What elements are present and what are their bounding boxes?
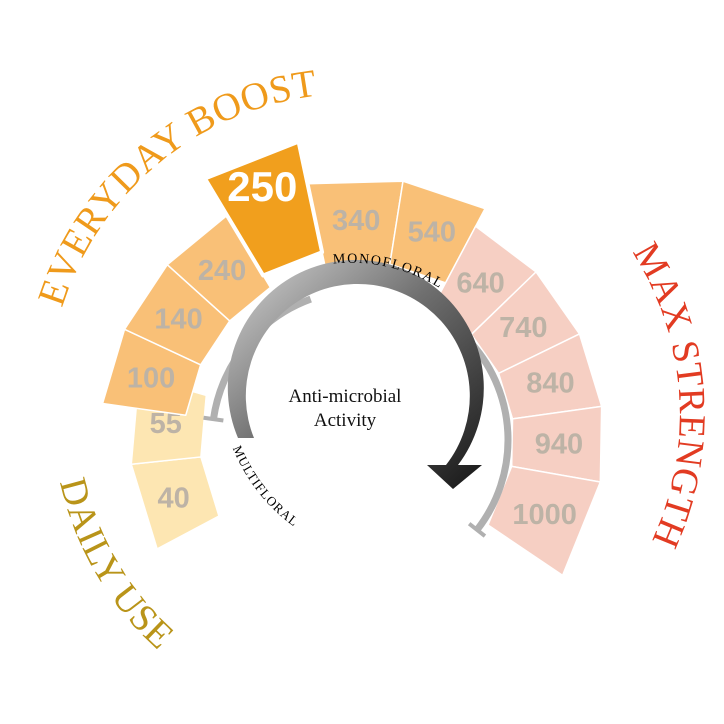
segment-240-shape: [166, 214, 272, 322]
center-text-line1: Anti-microbial: [289, 386, 402, 407]
segment-540: 540: [389, 180, 486, 284]
segment-640: 640: [432, 225, 537, 336]
center-text-line2: Activity: [314, 410, 377, 431]
segment-label-840: 840: [526, 367, 574, 399]
segment-label-250: 250: [227, 163, 297, 210]
multifloral-band-end-tick: [203, 415, 224, 423]
multifloral-label: MULTIFLORAL: [230, 443, 302, 529]
segment-1000-shape: [487, 465, 602, 577]
segment-label-540: 540: [408, 216, 456, 248]
segment-40: 40: [130, 456, 220, 550]
segment-250-shape: [202, 139, 325, 278]
segment-label-740: 740: [499, 312, 547, 344]
segment-840: 840: [497, 333, 603, 420]
monofloral-band-end-tick: [467, 522, 487, 538]
segment-1000: 1000: [487, 465, 602, 577]
segment-140: 140: [123, 263, 231, 366]
segment-label-640: 640: [456, 268, 504, 300]
segment-label-340: 340: [332, 205, 380, 237]
segment-label-140: 140: [154, 304, 202, 336]
activity-arrow: [227, 259, 484, 489]
segment-250: 250: [202, 139, 325, 278]
segment-label-240: 240: [198, 255, 246, 287]
segment-label-1000: 1000: [512, 499, 577, 531]
segment-240: 240: [166, 214, 272, 322]
segment-label-40: 40: [157, 483, 189, 515]
max-strength-title: MAX STRENGTH: [625, 235, 713, 554]
monofloral-band-right: [464, 336, 512, 533]
segment-label-940: 940: [535, 428, 583, 460]
segment-label-100: 100: [127, 363, 175, 395]
